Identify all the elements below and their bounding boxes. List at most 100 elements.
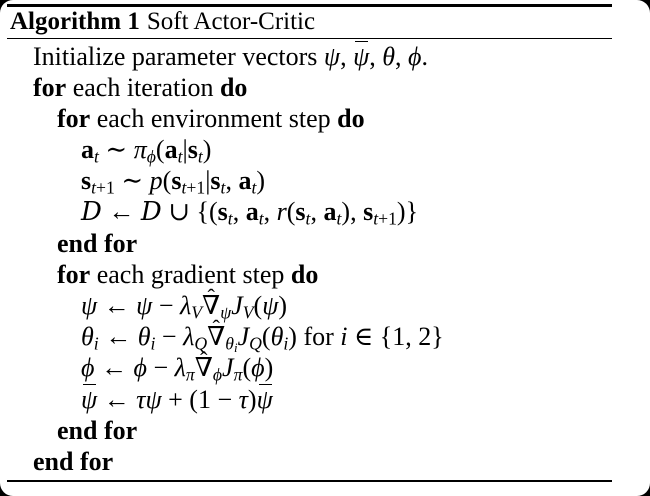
segment: ← <box>97 384 137 414</box>
segment: | <box>182 135 188 165</box>
segment: end for <box>57 415 138 445</box>
segment: ( <box>242 353 252 383</box>
segment: )} <box>396 197 419 227</box>
algorithm-line: ψ ← τψ + (1 − τ)ψ <box>0 384 650 415</box>
segment: ψ <box>81 384 98 414</box>
bottom-rule <box>7 480 612 482</box>
segment: ∪ {( <box>161 197 218 227</box>
segment: end for <box>57 228 138 258</box>
segment: ) <box>202 135 212 165</box>
segment: , <box>225 166 239 196</box>
segment: t <box>258 209 264 230</box>
segment: ϕ <box>408 41 422 71</box>
algorithm-line: end for <box>0 446 650 477</box>
segment: each gradient step <box>90 259 291 289</box>
segment: t <box>305 209 311 230</box>
segment: +1 <box>378 209 397 230</box>
segment: for <box>296 322 341 352</box>
segment: θ <box>81 322 94 352</box>
segment: t <box>220 177 226 198</box>
segment: τ <box>238 384 248 414</box>
segment: ϕ <box>251 353 265 383</box>
segment: τψ <box>136 384 162 414</box>
algorithm-line: for each environment step do <box>0 103 650 134</box>
segment: i <box>283 333 289 354</box>
segment: J <box>237 322 250 352</box>
segment: +1 <box>186 177 206 198</box>
segment: , <box>310 197 324 227</box>
segment: ψ <box>262 291 279 320</box>
segment: t <box>373 209 379 230</box>
segment: for <box>57 259 91 289</box>
segment: − <box>155 322 184 352</box>
segment: D <box>140 197 162 228</box>
algorithm-line: θi ← θi − λQ∇θiJQ(θi) for i ∈ {1, 2} <box>0 312 650 356</box>
segment: + (1 − <box>161 384 239 414</box>
segment: ( <box>286 197 296 227</box>
segment: , <box>395 41 408 71</box>
segment: , <box>350 197 364 227</box>
segment: t <box>177 146 183 167</box>
segment: J <box>222 353 234 383</box>
segment: ( <box>155 135 165 165</box>
segment: a <box>164 135 178 165</box>
segment: each environment step <box>90 103 338 133</box>
segment: ϕ <box>81 353 95 383</box>
segment: t <box>91 177 97 198</box>
segment: a <box>245 197 259 227</box>
segment: ∇ <box>195 343 213 383</box>
segment: r <box>276 197 287 227</box>
segment: J <box>231 291 243 320</box>
segment: a <box>81 135 94 165</box>
segment: i <box>340 322 348 352</box>
algorithm-line: D ← D ∪ {(st, at, r(st, at), st+1)} <box>0 196 650 230</box>
segment: p <box>149 166 163 196</box>
segment: ψ <box>81 291 98 320</box>
segment: s <box>81 166 92 196</box>
segment: s <box>210 166 221 196</box>
algorithm-line: st+1 ∼ p(st+1|st, at) <box>0 165 650 198</box>
segment: a <box>238 166 252 196</box>
segment: λ <box>183 322 195 352</box>
algorithm-body: Initialize parameter vectors ψ, ψ, θ, ϕ.… <box>0 41 650 478</box>
segment: t <box>197 146 203 167</box>
segment: t <box>94 146 99 167</box>
segment: each iteration <box>66 72 220 102</box>
segment: − <box>152 291 180 320</box>
segment: s <box>363 197 374 227</box>
segment: ∼ <box>98 135 134 165</box>
segment: end for <box>33 446 114 476</box>
segment: ϕ <box>212 364 223 385</box>
segment: do <box>337 103 365 133</box>
segment: ← <box>94 353 134 383</box>
segment: λ <box>179 291 192 320</box>
algorithm-line: for each iteration do <box>0 72 650 103</box>
segment: s <box>171 166 182 196</box>
segment: ) <box>288 322 297 352</box>
segment: ψ <box>323 41 341 71</box>
segment: V <box>242 302 254 323</box>
segment: for <box>33 72 67 102</box>
middle-rule <box>7 37 612 39</box>
segment: ) <box>256 166 266 196</box>
segment: . <box>421 41 428 71</box>
segment: ( <box>253 291 263 320</box>
segment: λ <box>174 353 186 383</box>
segment: | <box>205 166 211 196</box>
segment: t <box>227 209 233 230</box>
segment: ( <box>261 322 271 352</box>
segment: π <box>133 135 147 165</box>
segment: , <box>369 41 383 71</box>
segment: π <box>233 364 243 385</box>
segment: i <box>233 340 238 356</box>
segment: Initialize parameter vectors <box>33 41 324 71</box>
segment: ← <box>98 322 138 352</box>
segment: do <box>290 259 319 289</box>
algorithm-line: end for <box>0 228 650 259</box>
segment: ϕ <box>133 353 147 383</box>
segment: ← <box>101 197 141 227</box>
segment: t <box>251 177 257 198</box>
segment: , <box>263 197 277 227</box>
